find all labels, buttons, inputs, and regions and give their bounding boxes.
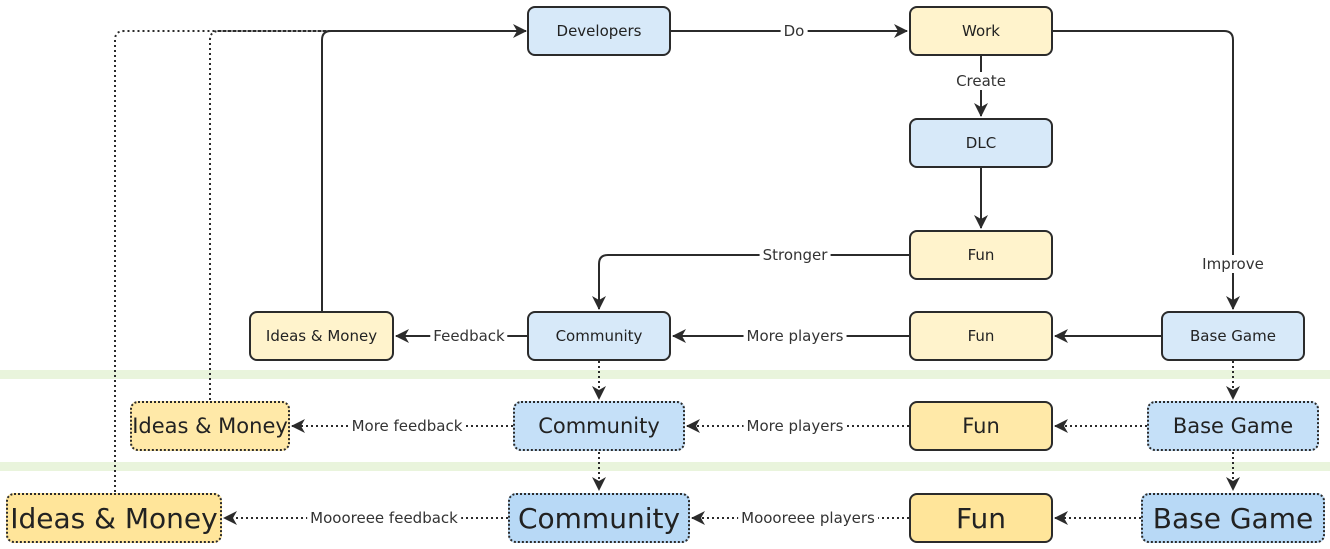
node-community-3: Community: [508, 493, 690, 543]
node-community-1-label: Community: [555, 327, 643, 345]
node-ideas-money-1: Ideas & Money: [249, 311, 394, 361]
node-base-game-1: Base Game: [1161, 311, 1305, 361]
label-create: Create: [953, 72, 1009, 90]
node-fun-2-label: Fun: [962, 414, 1000, 438]
node-base-game-2: Base Game: [1147, 401, 1319, 451]
node-work: Work: [909, 6, 1053, 56]
node-fun-3: Fun: [909, 493, 1053, 543]
label-more-feedback: More feedback: [348, 417, 466, 435]
node-developers-label: Developers: [556, 22, 642, 40]
tier-divider-1: [0, 370, 1330, 379]
label-more-players-2: More players: [743, 417, 847, 435]
node-base-game-3-label: Base Game: [1152, 501, 1314, 535]
node-ideas-money-3-label: Ideas & Money: [10, 501, 218, 535]
node-work-label: Work: [962, 22, 1000, 40]
label-stronger: Stronger: [759, 246, 831, 264]
tier-divider-2: [0, 462, 1330, 471]
node-developers: Developers: [527, 6, 671, 56]
edge-work-basegame: [1053, 30, 1240, 310]
node-ideas-money-3: Ideas & Money: [6, 493, 222, 543]
node-fun-1-label: Fun: [967, 327, 995, 345]
node-fun-2: Fun: [909, 401, 1053, 451]
label-more-players: More players: [743, 327, 847, 345]
edge-ideas2-developers: [209, 30, 330, 400]
node-community-2: Community: [513, 401, 685, 451]
edge-fun-community: [592, 254, 909, 310]
node-ideas-money-1-label: Ideas & Money: [265, 327, 378, 345]
node-fun-3-label: Fun: [955, 501, 1007, 535]
node-ideas-money-2-label: Ideas & Money: [132, 414, 288, 438]
node-fun-1: Fun: [909, 311, 1053, 361]
node-dlc: DLC: [909, 118, 1053, 168]
label-do: Do: [780, 22, 808, 40]
node-community-2-label: Community: [538, 414, 660, 438]
node-community-3-label: Community: [517, 501, 681, 535]
node-base-game-2-label: Base Game: [1172, 414, 1294, 438]
label-mooooreee-players: Moooreee players: [738, 509, 878, 527]
node-base-game-3: Base Game: [1141, 493, 1325, 543]
node-ideas-money-2: Ideas & Money: [130, 401, 290, 451]
node-fun-dlc-label: Fun: [967, 246, 995, 264]
edge-ideas3-developers: [114, 30, 330, 492]
label-feedback: Feedback: [430, 327, 508, 345]
edge-ideas-developers: [321, 24, 527, 311]
node-dlc-label: DLC: [965, 134, 997, 152]
node-base-game-1-label: Base Game: [1190, 327, 1276, 345]
node-community-1: Community: [527, 311, 671, 361]
label-improve: Improve: [1199, 255, 1267, 273]
label-mooooreee-feedback: Moooreee feedback: [307, 509, 461, 527]
node-fun-dlc: Fun: [909, 230, 1053, 280]
